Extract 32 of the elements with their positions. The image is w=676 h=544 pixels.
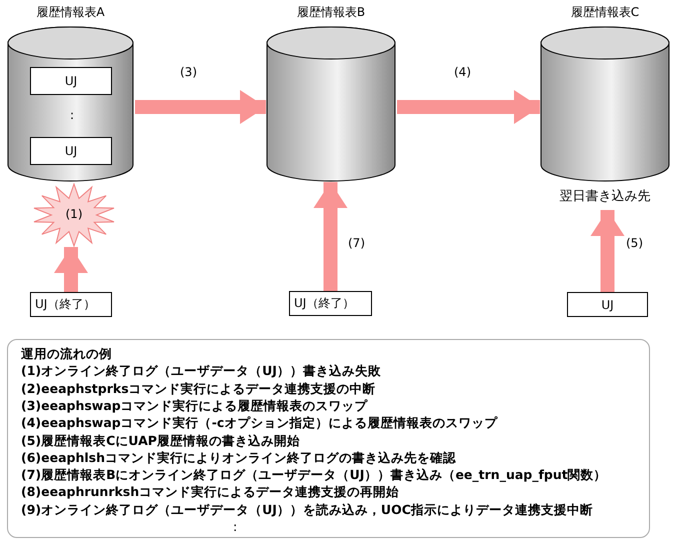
notes-heading: 運用の流れの例 (21, 346, 112, 363)
error-starburst: (1) (33, 184, 115, 246)
step-description: (9)オンライン終了ログ（ユーザデータ（UJ））を読み込み，UOC指示によりデータ連携支援中断 (21, 502, 593, 519)
record-box: UJ（終了） (30, 292, 112, 317)
destination-label: 翌日書き込み先 (550, 187, 660, 209)
edge-label: (4) (454, 65, 471, 79)
record-box: UJ (567, 292, 648, 317)
table-title: 履歴情報表B (296, 4, 366, 21)
edge-label: (3) (180, 65, 197, 79)
record-box: UJ（終了） (289, 291, 372, 316)
step-description: (2)eeaphstprksコマンド実行によるデータ連携支援の中断 (21, 380, 376, 398)
ellipsis-mark: : (70, 108, 74, 122)
arrow (314, 182, 348, 291)
notes-panel (7, 339, 650, 538)
edge-label: (5) (626, 236, 643, 250)
step-description: (6)eeaphlshコマンド実行によりオンライン終了ログの書き込み先を確認 (21, 450, 456, 467)
step-description: (1)オンライン終了ログ（ユーザデータ（UJ））書き込み失敗 (21, 363, 381, 380)
step-description: (5)履歴情報表CにUAP履歴情報の書き込み開始 (21, 432, 300, 450)
edge-label: (7) (348, 236, 365, 250)
step-description: (8)eeaphrunrkshコマンド実行によるデータ連携支援の再開始 (21, 484, 400, 502)
ellipsis-mark: : (233, 519, 238, 534)
step-description: (3)eeaphswapコマンド実行による履歴情報表のスワップ (21, 398, 368, 415)
step-description: (4)eeaphswapコマンド実行（-cオプション指定）による履歴情報表のスワップ (21, 415, 498, 432)
table-title: 履歴情報表C (570, 4, 640, 21)
record-box: UJ (30, 67, 112, 95)
arrow (590, 210, 624, 292)
table-title: 履歴情報表A (35, 4, 106, 21)
arrow (54, 247, 88, 292)
arrow (135, 90, 266, 124)
record-box: UJ (30, 137, 112, 165)
step-description: (7)履歴情報表Bにオンライン終了ログ（ユーザデータ（UJ））書き込み（ee_trn_uap_fput関数） (21, 467, 607, 484)
arrow (397, 90, 540, 124)
